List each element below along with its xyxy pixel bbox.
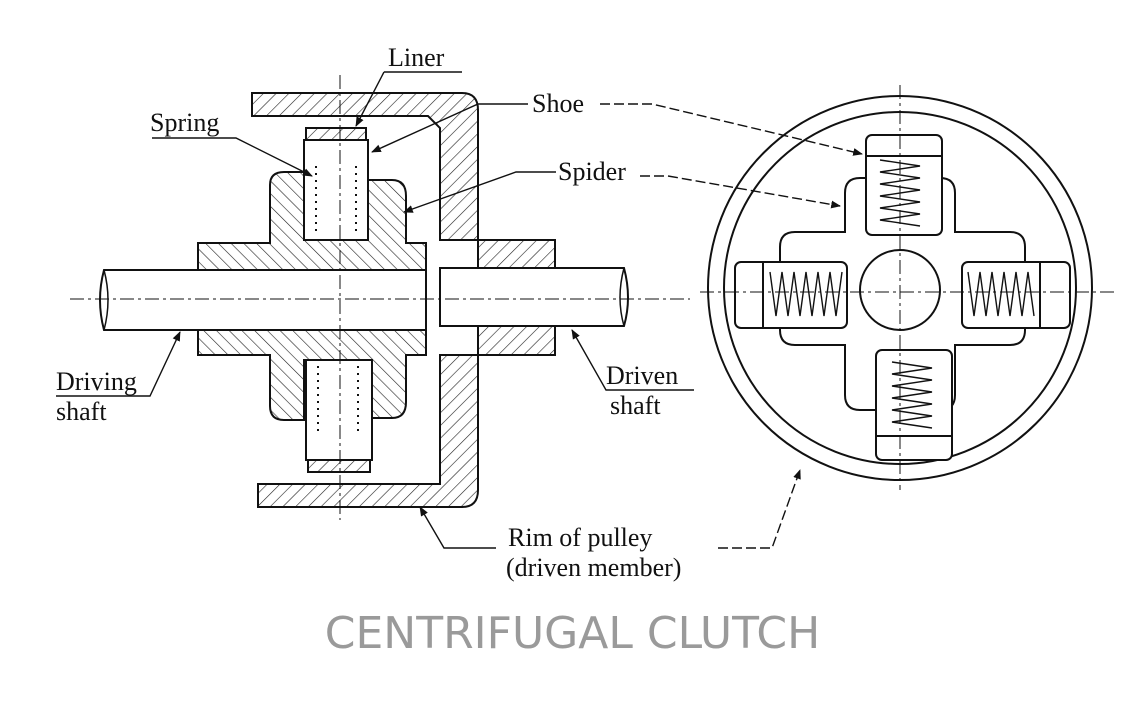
rim-leader-left xyxy=(419,506,496,549)
end-view xyxy=(700,85,1118,490)
lower-spring xyxy=(317,366,359,436)
label-liner: Liner xyxy=(388,43,445,72)
spring-leader xyxy=(152,137,313,177)
label-rim: Rim of pulley xyxy=(508,523,652,552)
label-driving: Driving xyxy=(56,367,137,396)
left-spring xyxy=(769,271,843,317)
label-spider: Spider xyxy=(558,157,626,186)
bottom-shoe xyxy=(875,349,953,461)
bottom-spring xyxy=(891,361,933,429)
liner-leader xyxy=(356,71,462,126)
label-driven-shaft: shaft xyxy=(610,391,661,420)
label-shoe: Shoe xyxy=(532,89,584,118)
driving-leader xyxy=(56,331,181,397)
label-driving-shaft: shaft xyxy=(56,397,107,426)
shoe-leader-left xyxy=(371,103,528,153)
right-shoe xyxy=(961,261,1071,329)
driven-leader xyxy=(571,329,694,391)
diagram-title: CENTRIFUGAL CLUTCH xyxy=(324,608,821,659)
shoe-leader-right xyxy=(600,103,863,156)
label-spring: Spring xyxy=(150,108,219,137)
end-view-center-lines xyxy=(700,85,1118,490)
driven-shaft xyxy=(439,267,629,327)
driving-shaft xyxy=(99,269,427,331)
lower-liner xyxy=(307,459,371,473)
rim-leader-right xyxy=(718,469,801,549)
sectional-view xyxy=(70,75,690,520)
right-spring xyxy=(967,271,1035,317)
labels: Liner Spring Shoe Spider Driving shaft D… xyxy=(56,43,681,582)
upper-shoe xyxy=(303,139,369,241)
label-rim-member: (driven member) xyxy=(506,553,681,582)
spider-leader-right xyxy=(640,175,841,209)
lower-shoe xyxy=(305,359,373,461)
leader-lines xyxy=(56,71,863,549)
center-lines xyxy=(70,75,690,520)
label-driven: Driven xyxy=(606,361,678,390)
upper-liner xyxy=(305,127,367,141)
upper-spring xyxy=(315,166,357,236)
top-shoe xyxy=(865,134,943,236)
spider-leader-left xyxy=(403,171,556,213)
